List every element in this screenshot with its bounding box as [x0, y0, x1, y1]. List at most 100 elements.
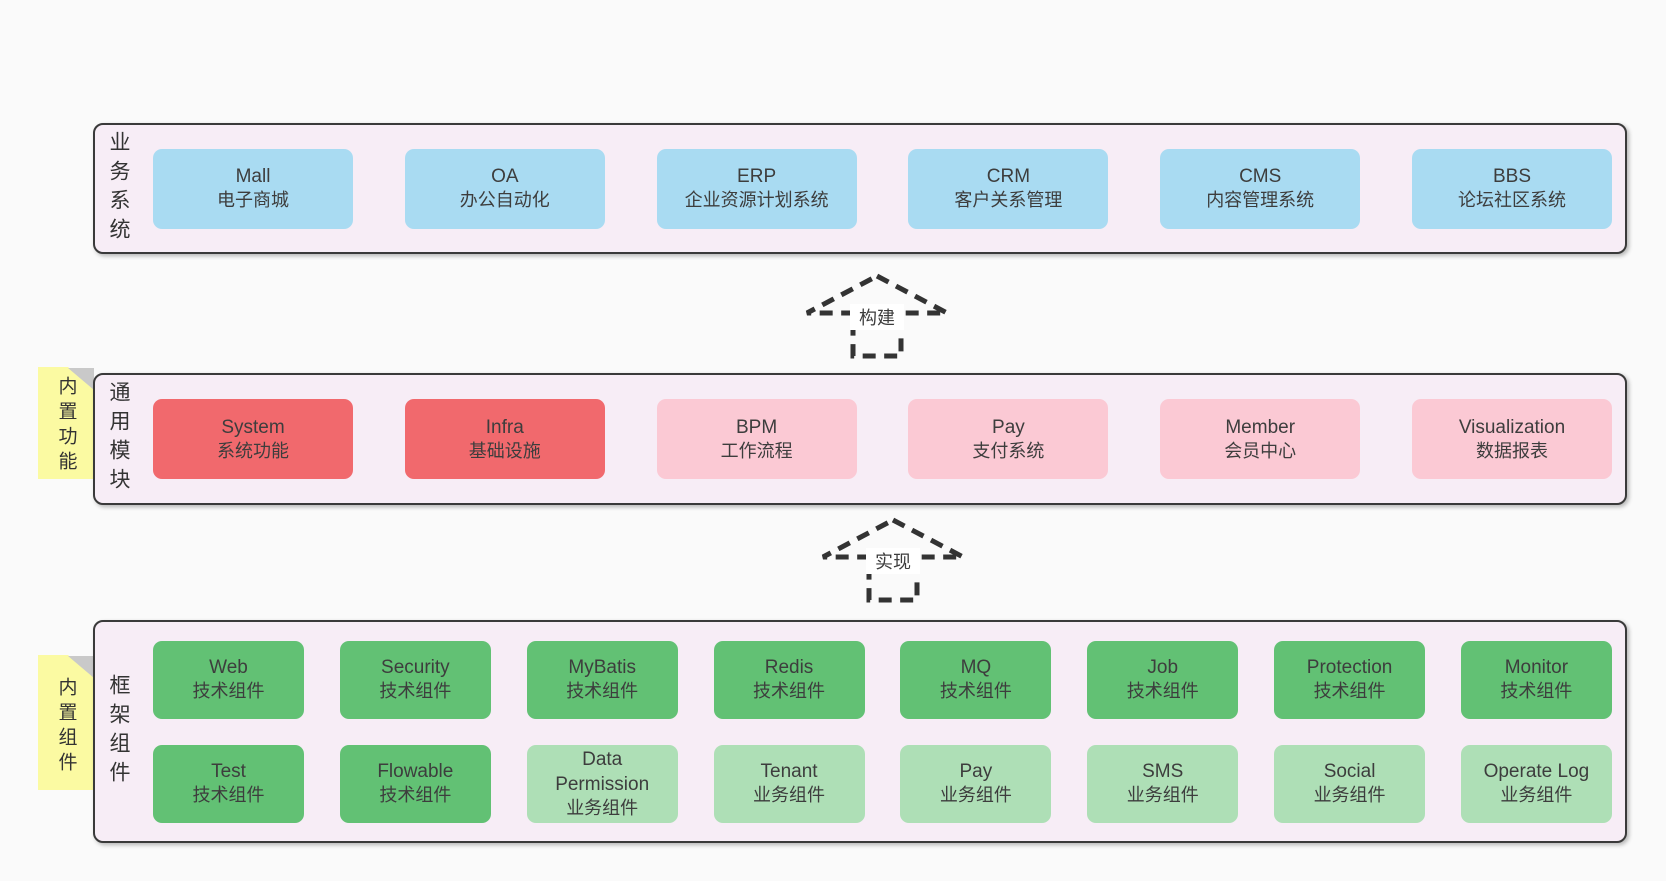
box-oa: OA 办公自动化: [404, 148, 605, 229]
box-subtitle: 工作流程: [720, 440, 793, 461]
box-title: Tenant: [760, 761, 818, 783]
box-subtitle: 办公自动化: [459, 190, 550, 211]
box-subtitle: 支付系统: [972, 440, 1045, 461]
box-subtitle: 业务组件: [753, 785, 826, 806]
box-subtitle: 业务组件: [1313, 785, 1386, 806]
box-subtitle: 业务组件: [566, 797, 639, 818]
box-title: CMS: [1239, 166, 1282, 188]
box-title: Web: [209, 657, 248, 679]
box-subtitle: 技术组件: [379, 785, 452, 806]
box-monitor: Monitor 技术组件: [1460, 640, 1612, 719]
layer-framework-components: 框架组件 Web 技术组件 Security 技术组件 MyBatis 技术组件…: [93, 620, 1627, 843]
box-title: Social: [1323, 761, 1376, 783]
layer-business-systems: 业务系统 Mall 电子商城 OA 办公自动化 ERP 企业资源计划系统 CRM…: [93, 123, 1627, 254]
sticky-note-paper: [38, 367, 94, 479]
box-title: MQ: [960, 657, 992, 679]
layer-common-modules: 通用模块 System 系统功能 Infra 基础设施 BPM 工作流程 Pay…: [93, 373, 1627, 505]
implement-arrow-label: 实现: [875, 552, 911, 572]
box-title: OA: [491, 166, 519, 188]
box-data-permission: Data Permission 业务组件: [526, 744, 678, 823]
box-title: Pay: [992, 416, 1025, 438]
framework-components-row-1: Web 技术组件 Security 技术组件 MyBatis 技术组件 Redi…: [153, 640, 1612, 719]
box-mybatis: MyBatis 技术组件: [526, 640, 678, 719]
box-title: Job: [1147, 657, 1179, 679]
box-title: System: [221, 416, 285, 438]
box-subtitle: 数据报表: [1475, 440, 1548, 461]
implement-arrow: 实现: [821, 517, 965, 603]
sticky-note-paper: [38, 655, 94, 790]
box-title: BPM: [736, 416, 778, 438]
layer-common-modules-label: 通用模块: [107, 381, 130, 497]
box-pay-module: Pay 支付系统: [908, 399, 1109, 479]
sticky-note-label: 内置功能: [55, 376, 77, 477]
sticky-note-label: 内置组件: [55, 676, 77, 777]
box-protection: Protection 技术组件: [1274, 640, 1426, 719]
box-subtitle: 基础设施: [468, 440, 541, 461]
box-subtitle: 技术组件: [939, 681, 1012, 702]
framework-components-row-2: Test 技术组件 Flowable 技术组件 Data Permission …: [153, 744, 1612, 823]
box-title: ERP: [737, 166, 777, 188]
box-subtitle: 技术组件: [379, 681, 452, 702]
box-title: SMS: [1142, 761, 1184, 783]
arrow-label-backdrop: [866, 548, 920, 574]
box-security: Security 技术组件: [339, 640, 491, 719]
box-member: Member 会员中心: [1160, 399, 1361, 479]
box-title: Pay: [959, 761, 993, 783]
box-title: Monitor: [1504, 657, 1569, 679]
box-bpm: BPM 工作流程: [656, 399, 857, 479]
box-subtitle: 会员中心: [1224, 440, 1297, 461]
box-subtitle: 电子商城: [217, 190, 289, 211]
box-subtitle: 内容管理系统: [1206, 190, 1315, 211]
arrow-label-backdrop: [850, 304, 904, 330]
layer-business-systems-label: 业务系统: [107, 130, 130, 247]
box-system: System 系统功能: [153, 399, 353, 479]
box-tenant: Tenant 业务组件: [713, 744, 865, 823]
box-job: Job 技术组件: [1087, 640, 1239, 719]
box-title: Flowable: [377, 761, 454, 783]
box-title: Security: [381, 657, 450, 679]
box-subtitle: 技术组件: [192, 785, 265, 806]
box-subtitle: 技术组件: [1313, 681, 1386, 702]
box-subtitle: 技术组件: [192, 681, 265, 702]
box-crm: CRM 客户关系管理: [908, 148, 1109, 229]
layer-framework-components-label: 框架组件: [107, 673, 130, 790]
box-title: MyBatis: [568, 657, 636, 679]
box-bbs: BBS 论坛社区系统: [1411, 148, 1612, 229]
box-erp: ERP 企业资源计划系统: [656, 148, 857, 229]
common-modules-row: System 系统功能 Infra 基础设施 BPM 工作流程 Pay 支付系统…: [153, 399, 1612, 479]
box-pay-component: Pay 业务组件: [900, 744, 1052, 823]
box-subtitle: 业务组件: [1126, 785, 1199, 806]
box-title: Redis: [764, 657, 814, 679]
box-subtitle: 系统功能: [217, 440, 289, 461]
box-subtitle: 业务组件: [1500, 785, 1573, 806]
build-arrow: 构建: [805, 273, 949, 359]
box-subtitle: 企业资源计划系统: [684, 190, 829, 211]
box-sms: SMS 业务组件: [1087, 744, 1239, 823]
box-title: Protection: [1306, 657, 1393, 679]
business-systems-row: Mall 电子商城 OA 办公自动化 ERP 企业资源计划系统 CRM 客户关系…: [153, 148, 1612, 229]
box-title: Mall: [235, 166, 271, 188]
box-cms: CMS 内容管理系统: [1160, 148, 1361, 229]
box-web: Web 技术组件: [153, 640, 304, 719]
box-title: Member: [1225, 416, 1296, 438]
sticky-note-builtin-components: 内置组件: [38, 655, 94, 790]
box-subtitle: 技术组件: [753, 681, 826, 702]
box-infra: Infra 基础设施: [404, 399, 605, 479]
box-subtitle: 客户关系管理: [954, 190, 1063, 211]
box-title: CRM: [986, 166, 1031, 188]
box-social: Social 业务组件: [1274, 744, 1426, 823]
box-redis: Redis 技术组件: [713, 640, 865, 719]
box-title: Data Permission: [555, 748, 650, 795]
box-subtitle: 技术组件: [1500, 681, 1573, 702]
box-subtitle: 技术组件: [566, 681, 639, 702]
box-title: Operate Log: [1483, 761, 1590, 783]
box-subtitle: 业务组件: [939, 785, 1012, 806]
box-title: Infra: [485, 416, 524, 438]
box-flowable: Flowable 技术组件: [339, 744, 491, 823]
box-title: Test: [211, 761, 246, 783]
box-operate-log: Operate Log 业务组件: [1460, 744, 1612, 823]
box-mall: Mall 电子商城: [153, 148, 353, 229]
box-test: Test 技术组件: [153, 744, 304, 823]
box-mq: MQ 技术组件: [900, 640, 1052, 719]
